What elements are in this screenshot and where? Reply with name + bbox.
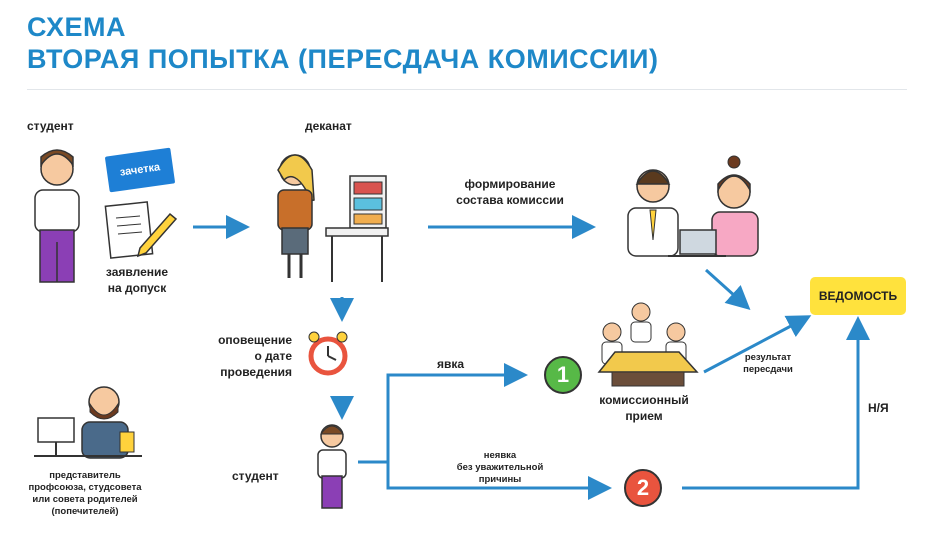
document-icon (104, 201, 178, 259)
dekanat-icon (277, 154, 389, 282)
step-1-badge: 1 (544, 356, 582, 394)
arrow-yavka (358, 363, 528, 464)
alarm-clock-icon (308, 331, 348, 376)
label-formirovanie: формирование состава комиссии (456, 177, 564, 207)
arrow-nya-vedomost (682, 316, 870, 490)
arrow-commission-vedomost (704, 268, 751, 311)
title-line1: СХЕМА (27, 12, 126, 42)
arrow-result-vedomost (703, 315, 812, 374)
label-opoveshchenie: оповещение о дате проведения (218, 333, 292, 379)
representative-icon (34, 386, 142, 459)
label-nya: Н/Я (868, 401, 889, 415)
step-2-badge: 2 (624, 469, 662, 507)
student-bottom-icon (317, 424, 347, 509)
label-student-top: студент (27, 119, 74, 133)
commission-formation-icon (627, 155, 759, 257)
label-student-bottom: студент (232, 469, 279, 483)
commission-table-icon (597, 302, 699, 387)
vedomost-box: ВЕДОМОСТЬ (810, 277, 906, 315)
student-icon (34, 149, 80, 283)
title-line2: ВТОРАЯ ПОПЫТКА (ПЕРЕСДАЧА КОМИССИИ) (27, 44, 659, 74)
label-predstavitel: представитель профсоюза, студсовета или … (28, 470, 142, 517)
label-komissionny: комиссионный прием (599, 393, 689, 423)
divider (27, 89, 907, 90)
arrow-neyavka (386, 462, 612, 500)
label-zayavlenie: заявление на допуск (105, 265, 169, 295)
label-yavka: явка (437, 357, 465, 371)
label-neyavka: неявка без уважительной причины (456, 450, 544, 485)
label-rezultat: результат пересдачи (743, 352, 793, 375)
label-dekanat: деканат (305, 119, 352, 133)
